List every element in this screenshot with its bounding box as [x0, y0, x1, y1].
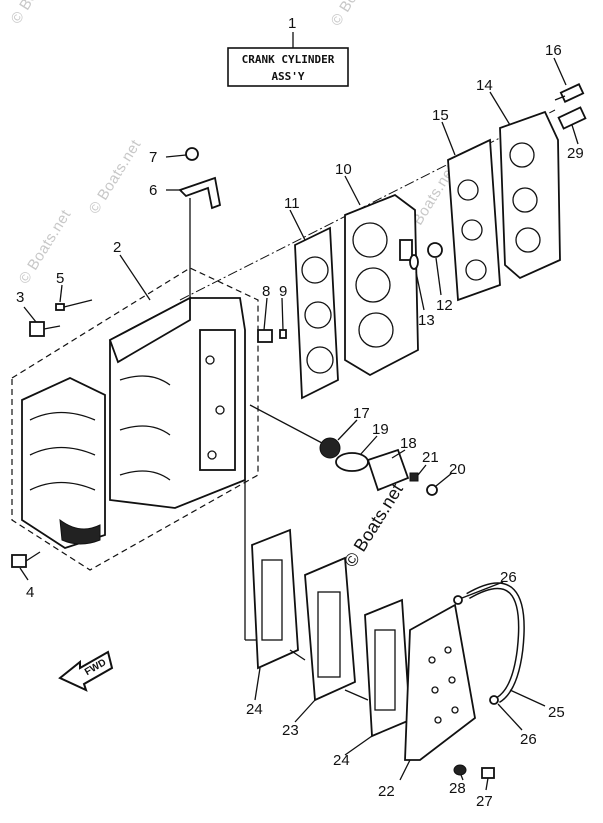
clip-26-top: [453, 595, 463, 605]
callout-1: 1: [288, 15, 296, 32]
part-17: [249, 404, 341, 459]
callout-17: 17: [353, 405, 370, 422]
gasket-24-right: [364, 598, 411, 738]
callout-26-bottom: 26: [520, 731, 537, 748]
bolt-27: [481, 767, 495, 779]
callout-28: 28: [449, 780, 466, 797]
plug-29: [557, 106, 587, 130]
callout-13: 13: [418, 312, 435, 329]
gasket-24-left: [251, 528, 299, 670]
callout-24-left: 24: [246, 701, 263, 718]
clip-26-bottom: [489, 695, 499, 705]
hose-25: [466, 582, 525, 704]
fwd-arrow: FWD: [58, 650, 114, 692]
callout-26-top: 26: [500, 569, 517, 586]
cylinder-head-14: [499, 110, 561, 280]
alignment-line: [179, 109, 556, 301]
callout-18: 18: [400, 435, 417, 452]
cover-23: [304, 556, 356, 702]
callout-2: 2: [113, 239, 121, 256]
callout-11: 11: [284, 195, 300, 212]
washer-13: [409, 254, 419, 270]
callout-16: 16: [545, 42, 562, 59]
pin-9: [279, 329, 287, 339]
crankcase-part: [108, 296, 246, 509]
callout-5: 5: [56, 270, 64, 287]
part-20: [426, 484, 438, 496]
pin-5: [55, 299, 93, 311]
callout-14: 14: [476, 77, 493, 94]
plate-8: [257, 329, 273, 343]
assembly-dashed-box: [11, 267, 259, 571]
callout-8: 8: [262, 283, 270, 300]
callout-12: 12: [436, 297, 453, 314]
cover-22: [404, 603, 476, 761]
plug-12: [427, 242, 443, 258]
cover-18: [366, 448, 410, 492]
callout-10: 10: [335, 161, 352, 178]
callout-6: 6: [149, 182, 157, 199]
bolt-3: [29, 321, 61, 337]
plug-16: [554, 83, 585, 103]
screw-7: [185, 147, 199, 161]
title-box: CRANK CYLINDER ASS'Y: [227, 32, 349, 87]
title-line2: ASS'Y: [271, 70, 304, 83]
callout-24-right: 24: [333, 752, 350, 769]
callout-27: 27: [476, 793, 493, 810]
bolt-4: [11, 551, 41, 568]
callout-7: 7: [149, 149, 157, 166]
callout-3: 3: [16, 289, 24, 306]
callout-21: 21: [422, 449, 439, 466]
part-21: [409, 472, 419, 482]
callout-numbers: 1 2 3 4 5 6 7 8 9 10 11 12 13 14 15 16 1…: [16, 15, 584, 810]
callout-4: 4: [26, 584, 34, 601]
crankcase-left-piece: [21, 377, 106, 549]
washer-28: [453, 764, 467, 776]
bracket-6: [178, 176, 222, 300]
callout-25: 25: [548, 704, 565, 721]
leader-lines: [19, 57, 579, 791]
callout-22: 22: [378, 783, 395, 800]
callout-23: 23: [282, 722, 299, 739]
gasket-15: [447, 138, 501, 302]
gasket-19: [335, 452, 369, 472]
callout-9: 9: [279, 283, 287, 300]
callout-29: 29: [567, 145, 584, 162]
callout-20: 20: [449, 461, 466, 478]
callout-15: 15: [432, 107, 449, 124]
callout-19: 19: [372, 421, 389, 438]
gasket-11: [294, 226, 339, 400]
title-line1: CRANK CYLINDER: [242, 53, 335, 66]
cylinder-block-10: [344, 193, 419, 377]
